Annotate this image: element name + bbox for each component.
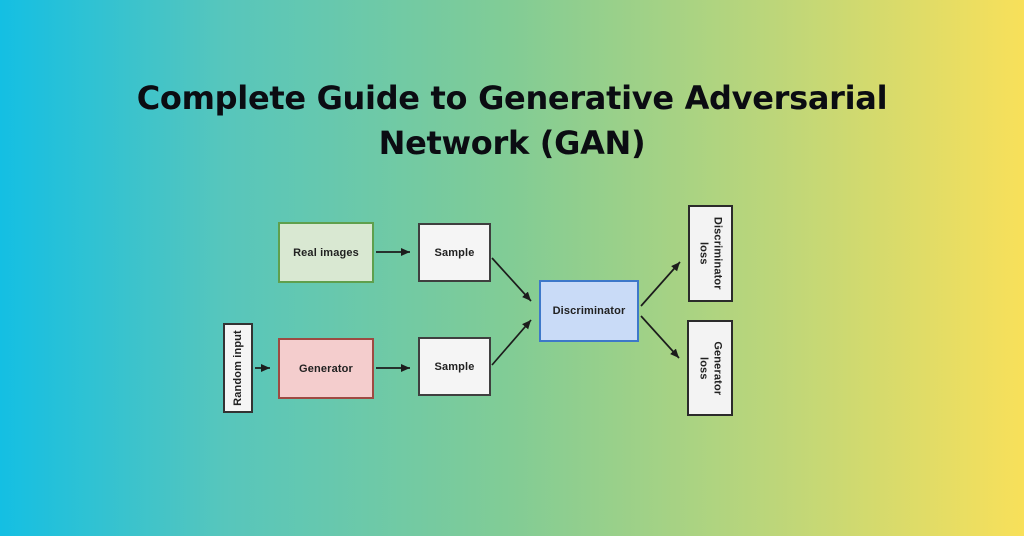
node-sample-bottom: Sample <box>418 337 491 396</box>
edge-discriminator-to-generator-loss <box>640 315 680 359</box>
node-generator-loss-label: Generator loss <box>696 341 725 395</box>
node-discriminator-loss-label: Discriminator loss <box>696 217 725 290</box>
edge-sample-top-to-discriminator <box>491 257 532 302</box>
node-generator-loss-line2: loss <box>697 356 709 380</box>
node-sample-bottom-label: Sample <box>434 360 475 373</box>
node-real-images: Real images <box>278 222 374 283</box>
node-discriminator-loss: Discriminator loss <box>688 205 733 302</box>
node-real-images-label: Real images <box>293 246 359 259</box>
node-discriminator-loss-line1: Discriminator <box>711 217 724 290</box>
node-discriminator: Discriminator <box>539 280 639 342</box>
node-generator-label: Generator <box>299 362 353 375</box>
page-title: Complete Guide to Generative Adversarial… <box>0 76 1024 166</box>
node-random-input: Random input <box>223 323 253 413</box>
node-generator-loss-line1: Generator <box>711 341 724 395</box>
node-random-input-label: Random input <box>232 330 245 406</box>
edge-sample-bottom-to-discriminator <box>491 319 532 366</box>
edge-discriminator-to-discriminator-loss <box>640 261 681 307</box>
page-title-line1: Complete Guide to Generative Adversarial <box>136 79 888 117</box>
node-sample-top: Sample <box>418 223 491 282</box>
node-discriminator-loss-line2: loss <box>697 242 710 265</box>
node-generator-loss: Generator loss <box>687 320 733 416</box>
node-generator: Generator <box>278 338 374 399</box>
node-sample-top-label: Sample <box>434 246 475 259</box>
node-discriminator-label: Discriminator <box>552 305 626 317</box>
page-title-line2: Network (GAN) <box>378 124 646 162</box>
